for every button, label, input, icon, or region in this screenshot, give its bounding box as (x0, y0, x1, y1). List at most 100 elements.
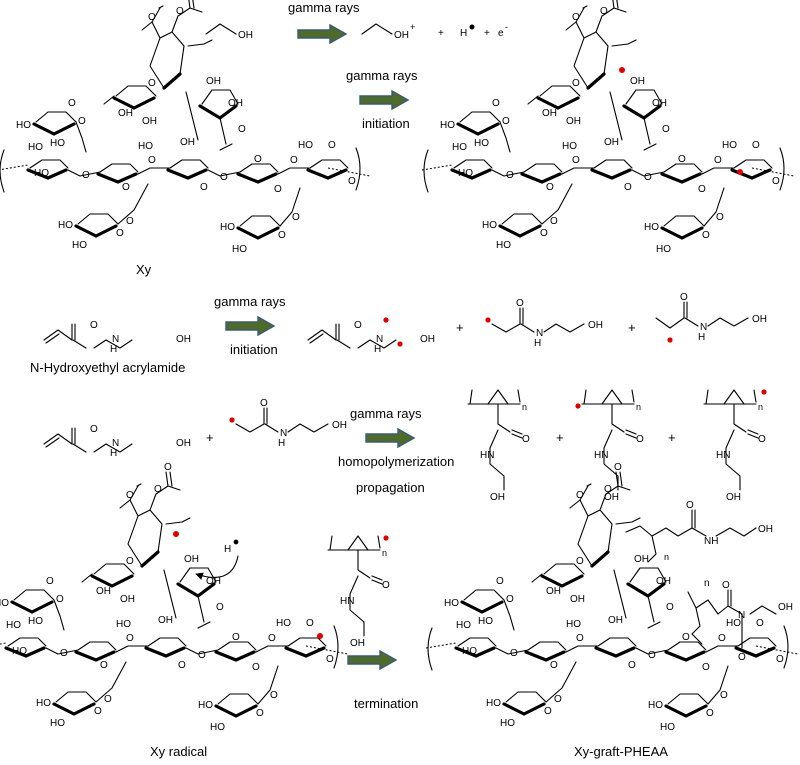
svg-text:O: O (680, 292, 688, 303)
svg-text:O: O (516, 298, 524, 309)
svg-text:N: N (536, 328, 543, 339)
svg-text:termination: termination (354, 696, 418, 711)
svg-text:+: + (206, 430, 214, 445)
label-monomer: N-Hydroxyethyl acrylamide (30, 360, 185, 375)
svg-text:OH: OH (752, 314, 767, 325)
svg-text:initiation: initiation (362, 116, 410, 131)
monomer-radical-1: O H N OH (307, 317, 435, 355)
svg-text:n: n (758, 402, 763, 412)
svg-text:OH: OH (604, 492, 619, 503)
svg-text:n: n (704, 578, 710, 589)
radical-dot-icon (173, 531, 179, 537)
svg-text:O: O (738, 652, 746, 663)
svg-text:-: - (505, 22, 508, 32)
svg-text:N: N (112, 334, 119, 345)
svg-text:N: N (738, 610, 745, 621)
svg-text:OH: OH (758, 524, 773, 535)
svg-text:H: H (278, 438, 285, 449)
svg-text:H: H (534, 338, 541, 349)
monomer-radical-3: O H N OH (655, 292, 767, 343)
radical-dot-icon (619, 67, 625, 73)
svg-text:+: + (668, 430, 676, 445)
svg-text:N: N (280, 428, 287, 439)
svg-text:O: O (758, 434, 766, 445)
svg-text:OH: OH (176, 438, 191, 449)
svg-text:O: O (686, 500, 694, 511)
svg-text:O: O (522, 434, 530, 445)
svg-text:O: O (90, 424, 98, 435)
grafted-chain-lower: O N OH n O (687, 578, 793, 663)
svg-text:H: H (110, 448, 117, 459)
svg-text:N: N (112, 438, 119, 449)
svg-text:OH: OH (350, 638, 365, 649)
svg-text:OH: OH (490, 492, 505, 503)
polymer-radical-termination: n O HN OH (327, 535, 390, 649)
svg-text:propagation: propagation (356, 480, 425, 495)
monomer-radical-4: O H N OH (229, 398, 347, 449)
polymer-chain-3: n O HN OH (703, 389, 767, 503)
ethanol-reactant: OH (205, 23, 253, 41)
svg-text:O: O (382, 580, 390, 591)
svg-text:OH: OH (778, 602, 793, 613)
arrow-termination: termination (347, 649, 418, 711)
heaa-monomer: O H N OH (43, 320, 191, 355)
arrow-ethanol-label: gamma rays (288, 0, 360, 15)
svg-text:homopolymerization: homopolymerization (338, 454, 454, 469)
svg-text:OH: OH (332, 420, 347, 431)
svg-text:H: H (698, 332, 705, 343)
svg-text:+: + (410, 22, 415, 32)
svg-text:+: + (556, 430, 564, 445)
svg-text:HN: HN (340, 596, 354, 607)
svg-text:NH: NH (704, 536, 718, 547)
svg-text:+: + (484, 28, 490, 39)
svg-text:HN: HN (480, 450, 494, 461)
arrow-homopolymerization: gamma rays homopolymerization propagatio… (338, 406, 454, 495)
xylan-radical-reactant (0, 462, 348, 733)
radical-dot-icon (317, 633, 323, 639)
ethanol-products: OH + + H + e - (361, 22, 508, 41)
svg-text:OH: OH (588, 320, 603, 331)
svg-text:n: n (382, 548, 387, 558)
svg-text:+: + (628, 320, 636, 335)
svg-text:HN: HN (716, 450, 730, 461)
heaa-monomer-2: O H N OH (43, 424, 191, 459)
svg-text:O: O (636, 434, 644, 445)
arrow-monomer-initiation: gamma rays initiation (214, 294, 286, 357)
svg-text:N: N (700, 322, 707, 333)
arrow-ethanol: gamma rays (288, 0, 360, 45)
arrow-xylan-initiation: gamma rays initiation (346, 68, 418, 131)
svg-text:n: n (664, 552, 669, 562)
svg-text:e: e (498, 28, 504, 39)
grafted-chain-upper: O NH OH n (625, 500, 773, 563)
xylan-radical-structure (422, 0, 794, 255)
curved-arrow-icon (195, 555, 239, 580)
svg-text:n: n (636, 402, 641, 412)
svg-text:HN: HN (594, 450, 608, 461)
svg-text:H: H (460, 28, 467, 39)
label-xy-radical: Xy radical (150, 744, 207, 759)
svg-text:OH: OH (394, 30, 409, 41)
svg-text:+: + (456, 320, 464, 335)
svg-text:gamma rays: gamma rays (350, 406, 422, 421)
svg-text:gamma rays: gamma rays (346, 68, 418, 83)
svg-text:H: H (224, 544, 231, 555)
svg-text:O: O (260, 398, 268, 409)
svg-text:n: n (522, 402, 527, 412)
svg-text:+: + (438, 28, 444, 39)
monomer-radical-2: O H N OH (485, 298, 603, 349)
hydrogen-radical: H (195, 539, 239, 580)
label-xy: Xy (136, 262, 152, 277)
svg-text:H: H (110, 344, 117, 355)
radical-dot-icon (737, 169, 743, 175)
svg-text:initiation: initiation (230, 342, 278, 357)
svg-text:O: O (722, 580, 730, 591)
svg-text:H: H (374, 344, 381, 355)
label-product: Xy-graft-PHEAA (574, 744, 668, 759)
svg-text:OH: OH (726, 492, 741, 503)
polymer-chain-1: n O HN OH (467, 389, 530, 503)
svg-text:OH: OH (238, 30, 253, 41)
svg-text:OH: OH (420, 334, 435, 345)
svg-text:OH: OH (176, 334, 191, 345)
polymer-chain-2: n O HN OH (575, 389, 644, 503)
